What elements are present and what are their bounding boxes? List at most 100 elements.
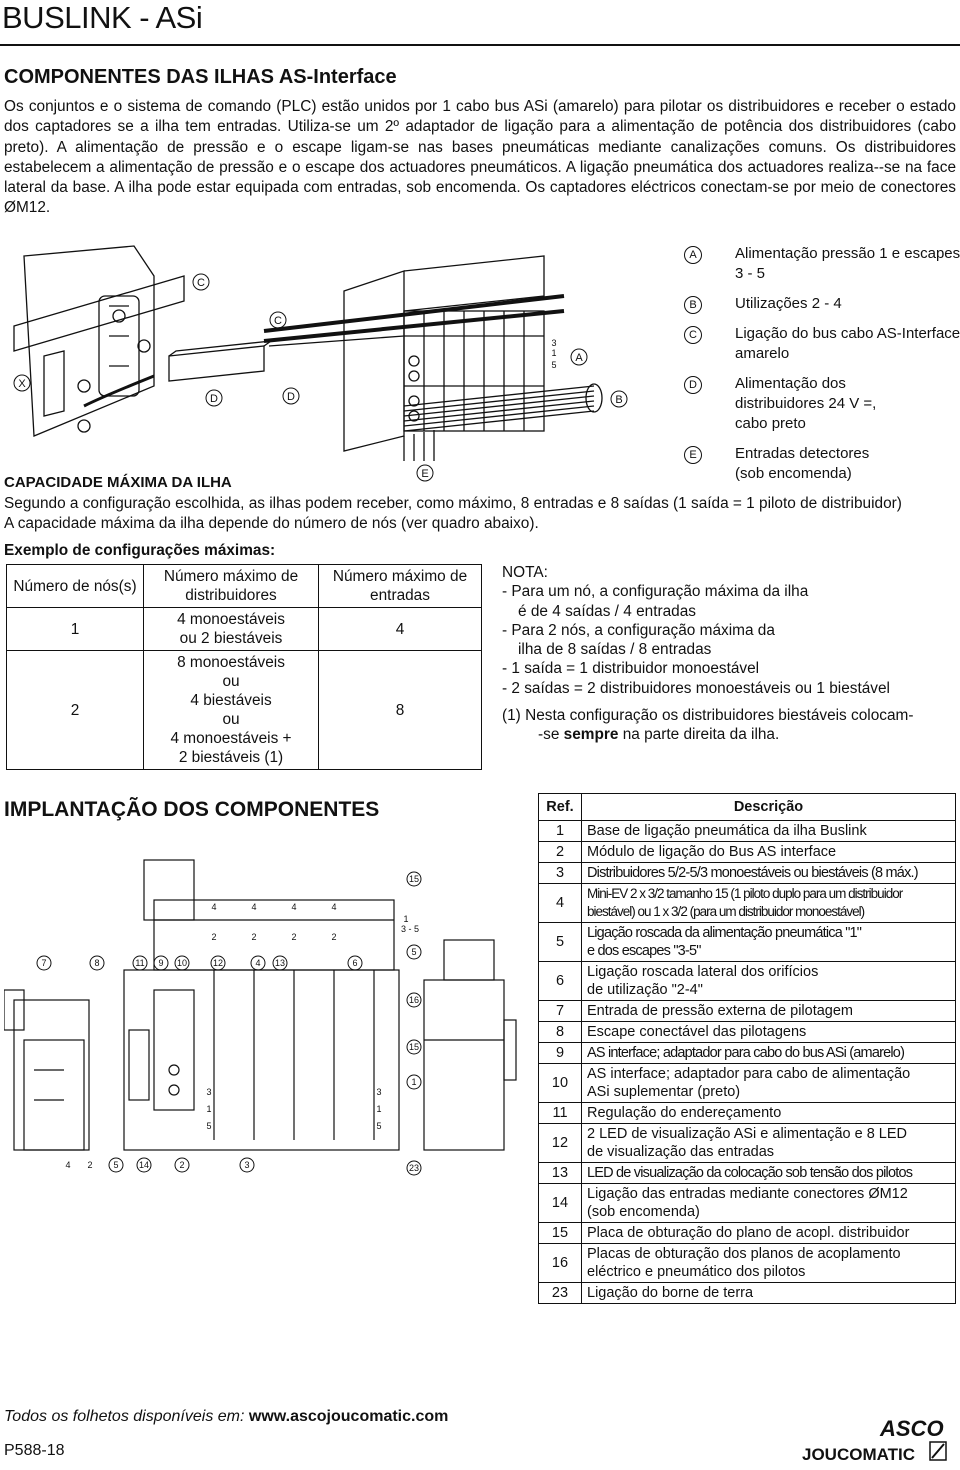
footer-prefix: Todos os folhetos disponíveis em: — [4, 1408, 245, 1425]
desc-line: Ligação roscada da alimentação pneumátic… — [587, 925, 862, 941]
section-title-components: COMPONENTES DAS ILHAS AS-Interface — [4, 66, 397, 88]
cell-ref: 6 — [538, 961, 582, 1001]
desc-line: 2 LED de visualização ASi e alimentação … — [587, 1126, 907, 1142]
intro-paragraph: Os conjuntos e o sistema de comando (PLC… — [4, 98, 956, 217]
cell-line: 8 monoestáveis — [177, 654, 285, 671]
callout: 13 — [275, 958, 285, 968]
label-b: B — [615, 394, 622, 406]
header-nodes: Número de nós(s) — [6, 564, 144, 608]
header-ref: Ref. — [538, 793, 582, 821]
asco-joucomatic-logo: ASCO JOUCOMATIC — [802, 1416, 947, 1464]
cell-desc: Regulação do endereçamento — [581, 1102, 956, 1124]
cell-desc: Placas de obturação dos planos de acopla… — [581, 1243, 956, 1283]
callout: 3 - 5 — [401, 924, 419, 934]
header-distributors: Número máximo de distribuidores — [143, 564, 319, 608]
cell-desc: Base de ligação pneumática da ilha Busli… — [581, 820, 956, 842]
module-digit: 2 — [291, 932, 296, 942]
legend-text: Alimentação dos distribuidores 24 V =, c… — [735, 375, 877, 432]
port-label-3: 3 — [551, 338, 556, 348]
module-digit: 4 — [211, 902, 216, 912]
logo-mark-icon — [929, 1441, 947, 1461]
cell-ref: 13 — [538, 1162, 582, 1184]
cell-nodes: 1 — [6, 607, 144, 651]
cell-desc: Ligação roscada da alimentação pneumátic… — [581, 922, 956, 962]
cell-ref: 1 — [538, 820, 582, 842]
module-digit: 4 — [331, 902, 336, 912]
legend-marker: E — [684, 446, 702, 464]
footnote-text: na parte direita da ilha. — [618, 726, 780, 744]
desc-line: Placas de obturação dos planos de acopla… — [587, 1246, 901, 1262]
cell-ref: 10 — [538, 1063, 582, 1103]
capacity-line-1: Segundo a configuração escolhida, as ilh… — [4, 495, 902, 512]
cell-nodes: 2 — [6, 650, 144, 770]
port-label-5: 5 — [551, 360, 556, 370]
note-line: - 1 saída = 1 distribuidor monoestável — [502, 660, 760, 678]
cell-ref: 7 — [538, 1000, 582, 1022]
header-inputs: Número máximo de entradas — [318, 564, 482, 608]
footer-url-link[interactable]: www.ascojoucomatic.com — [248, 1408, 449, 1425]
desc-line: Mini-EV 2 x 3/2 tamanho 15 (1 piloto dup… — [587, 886, 903, 901]
label-c1: C — [197, 277, 205, 289]
port-digit: 5 — [206, 1121, 211, 1131]
capacity-title: CAPACIDADE MÁXIMA DA ILHA — [4, 474, 232, 491]
cell-desc: Mini-EV 2 x 3/2 tamanho 15 (1 piloto dup… — [581, 883, 956, 923]
note-line: é de 4 saídas / 4 entradas — [518, 602, 696, 620]
cell-ref: 2 — [538, 841, 582, 863]
callout: 15 — [409, 874, 419, 884]
table-row: 2 8 monoestáveis ou 4 biestáveis ou 4 mo… — [6, 650, 482, 770]
callout: 1 — [403, 914, 408, 924]
callout: 15 — [409, 1042, 419, 1052]
callout: 4 — [255, 958, 260, 968]
capacity-text: Segundo a configuração escolhida, as ilh… — [4, 494, 956, 534]
callout: 6 — [352, 958, 357, 968]
legend-text: Ligação do bus cabo AS-Interface amarelo — [735, 325, 960, 362]
callout: 9 — [158, 958, 163, 968]
legend-marker: A — [684, 246, 702, 264]
config-table-header: Número de nós(s) Número máximo de distri… — [6, 564, 482, 608]
desc-line: eléctrico e pneumático dos pilotos — [587, 1264, 806, 1280]
cell-inputs: 8 — [318, 650, 482, 770]
cell-desc: Ligação do borne de terra — [581, 1282, 956, 1304]
desc-line: Ligação roscada lateral dos orifícios — [587, 964, 819, 980]
logo-joucomatic-text: JOUCOMATIC — [802, 1445, 915, 1464]
header-rule — [0, 44, 960, 46]
desc-line: ASi suplementar (preto) — [587, 1084, 741, 1100]
cell-distributors: 4 monoestáveis ou 2 biestáveis — [143, 607, 319, 651]
cell-distributors: 8 monoestáveis ou 4 biestáveis ou 4 mono… — [143, 650, 319, 770]
component-layout-drawing: 4 4 4 4 2 2 2 2 3 1 5 3 1 5 7 8 11 9 10 … — [4, 859, 517, 1176]
desc-line: biestável) ou 1 x 3/2 (para um distribui… — [587, 904, 865, 919]
port-digit: 5 — [376, 1121, 381, 1131]
callout: 7 — [41, 958, 46, 968]
cell-line: ou 2 biestáveis — [179, 630, 283, 647]
callout: 2 — [87, 1160, 92, 1170]
note-title: NOTA: — [502, 564, 548, 581]
callout: 3 — [244, 1160, 249, 1170]
section-title-layout: IMPLANTAÇÃO DOS COMPONENTES — [4, 798, 380, 821]
page-number: P588-18 — [4, 1442, 65, 1459]
module-digit: 2 — [331, 932, 336, 942]
reference-table-header: Ref. Descrição — [538, 793, 956, 821]
port-digit: 3 — [206, 1087, 211, 1097]
cell-ref: 11 — [538, 1102, 582, 1124]
callout: 8 — [94, 958, 99, 968]
cell-line: 4 monoestáveis — [177, 611, 285, 628]
module-digit: 4 — [251, 902, 256, 912]
document-header-title: BUSLINK - ASi — [2, 0, 203, 35]
cell-ref: 3 — [538, 862, 582, 884]
legend-text: Utilizações 2 - 4 — [735, 295, 842, 312]
footer-line: Todos os folhetos disponíveis em: www.as… — [4, 1408, 448, 1426]
footnote-text: (1) Nesta configuração os distribuidores… — [502, 707, 914, 725]
cell-ref: 14 — [538, 1183, 582, 1223]
cell-line: 2 biestáveis (1) — [178, 749, 284, 766]
